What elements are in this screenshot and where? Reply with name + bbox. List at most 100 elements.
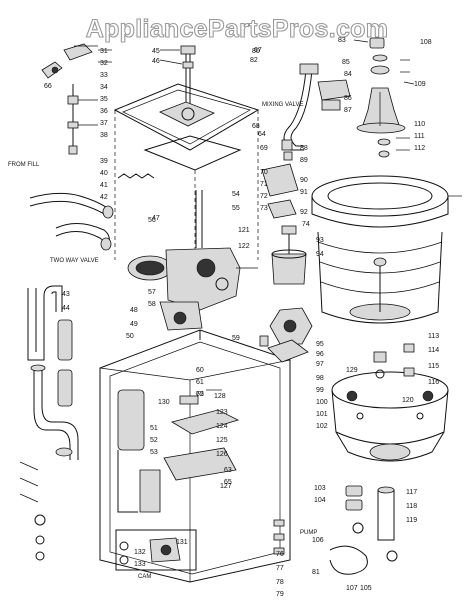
clamp-parts [19, 461, 46, 561]
callout-label: 69 [260, 145, 268, 152]
callout-label: 64 [258, 131, 266, 138]
mixing-valve-hoses [283, 63, 351, 151]
callout-label: 62 [196, 391, 204, 398]
callout-label: 42 [100, 194, 108, 201]
mixing-valve-label: MIXING VALVE [262, 102, 303, 108]
callout-label: 110 [414, 121, 425, 128]
callout-label: 101 [316, 411, 328, 418]
callout-label: 43 [62, 291, 70, 298]
callout-label: 106 [312, 537, 324, 544]
cam-label: CAM [138, 574, 151, 580]
callout-label: 128 [214, 393, 226, 400]
spin-basket [311, 175, 449, 324]
gearcase-assembly [127, 190, 258, 331]
transmission-base-plate [113, 45, 260, 330]
callout-label: 92 [300, 209, 308, 216]
callout-label: 52 [150, 437, 158, 444]
callout-label: 95 [316, 341, 324, 348]
callout-label: 129 [346, 367, 358, 374]
callout-label: 44 [62, 305, 70, 312]
watermark-text: AppliancePartsPros.com [86, 15, 389, 43]
callout-label: 81 [312, 569, 320, 576]
callout-label: 93 [316, 237, 324, 244]
fill-hoses [29, 192, 114, 251]
callout-label: 34 [100, 84, 108, 91]
callout-label: 118 [406, 503, 417, 510]
callout-label: 108 [420, 39, 432, 46]
callout-label: 123 [216, 409, 228, 416]
callout-label: 107 [346, 585, 358, 592]
agitator-cap [369, 37, 390, 75]
callout-label: 113 [428, 333, 439, 340]
callout-label: 100 [316, 399, 328, 406]
callout-label: 71 [260, 181, 268, 188]
callout-label: 79 [276, 591, 284, 598]
callout-label: 67 [254, 47, 262, 54]
callout-label: 48 [130, 307, 138, 314]
callout-label: 70 [260, 169, 268, 176]
callout-label: 97 [316, 361, 324, 368]
callout-label: 57 [148, 289, 156, 296]
bracket-part-31 [63, 43, 98, 61]
from-fill-label: FROM FILL [8, 162, 40, 168]
callout-label: 59 [232, 335, 240, 342]
callout-label: 46 [152, 58, 160, 65]
callout-label: 133 [134, 561, 146, 568]
callout-label: 72 [260, 193, 268, 200]
callout-label: 131 [176, 539, 188, 546]
callout-label: 58 [148, 301, 156, 308]
callout-label: 61 [196, 379, 204, 386]
cabinet [99, 329, 291, 583]
agitator [356, 87, 406, 158]
callout-label: 80 [252, 48, 260, 55]
callout-label: 111 [414, 133, 425, 140]
callout-label: 66 [44, 83, 52, 90]
callout-label: 60 [196, 367, 204, 374]
brackets-right-center [261, 139, 299, 219]
callout-label: 76 [276, 551, 284, 558]
callout-label: 32 [100, 60, 108, 67]
callout-label: 33 [100, 72, 108, 79]
callout-label: 102 [316, 423, 328, 430]
callout-label: 56 [148, 217, 156, 224]
callout-label: 109 [414, 81, 426, 88]
callout-label: 77 [276, 565, 284, 572]
callout-label: 82 [250, 57, 258, 64]
callout-label: 37 [100, 120, 108, 127]
callout-label: 105 [360, 585, 372, 592]
callout-label: 75 [196, 391, 204, 398]
callout-label: 87 [344, 107, 352, 114]
callout-label: 132 [134, 549, 146, 556]
callout-label: 89 [300, 157, 308, 164]
callout-label: 38 [100, 132, 108, 139]
callout-label: 51 [150, 425, 158, 432]
motor-assembly [267, 225, 313, 363]
leader-lines [98, 39, 462, 197]
callout-label: 96 [316, 351, 324, 358]
callout-label: 41 [100, 182, 108, 189]
callout-label: 120 [402, 397, 414, 404]
callout-label: 90 [300, 177, 308, 184]
callout-label: 88 [300, 145, 308, 152]
callout-label: 130 [158, 399, 170, 406]
callout-label: 84 [344, 71, 352, 78]
callout-label: 98 [316, 375, 324, 382]
pump-cam-assembly [115, 529, 197, 571]
callout-label: 112 [414, 145, 425, 152]
callout-label: 127 [220, 483, 232, 490]
callout-label: 45 [152, 48, 160, 55]
two-way-valve-label: TWO WAY VALVE [50, 258, 99, 264]
drain-hose [27, 285, 79, 460]
callout-label: 74 [302, 221, 310, 228]
callout-label: 39 [100, 158, 108, 165]
callout-label: 125 [216, 437, 228, 444]
callout-label: 73 [260, 205, 268, 212]
small-hardware [259, 335, 415, 555]
callout-label: 121 [238, 227, 250, 234]
callout-label: 31 [100, 48, 108, 55]
callout-label: 85 [342, 59, 350, 66]
callout-label: 83 [338, 37, 346, 44]
callout-label: 122 [238, 243, 250, 250]
callout-label: 86 [344, 95, 352, 102]
callout-label: 99 [316, 387, 324, 394]
